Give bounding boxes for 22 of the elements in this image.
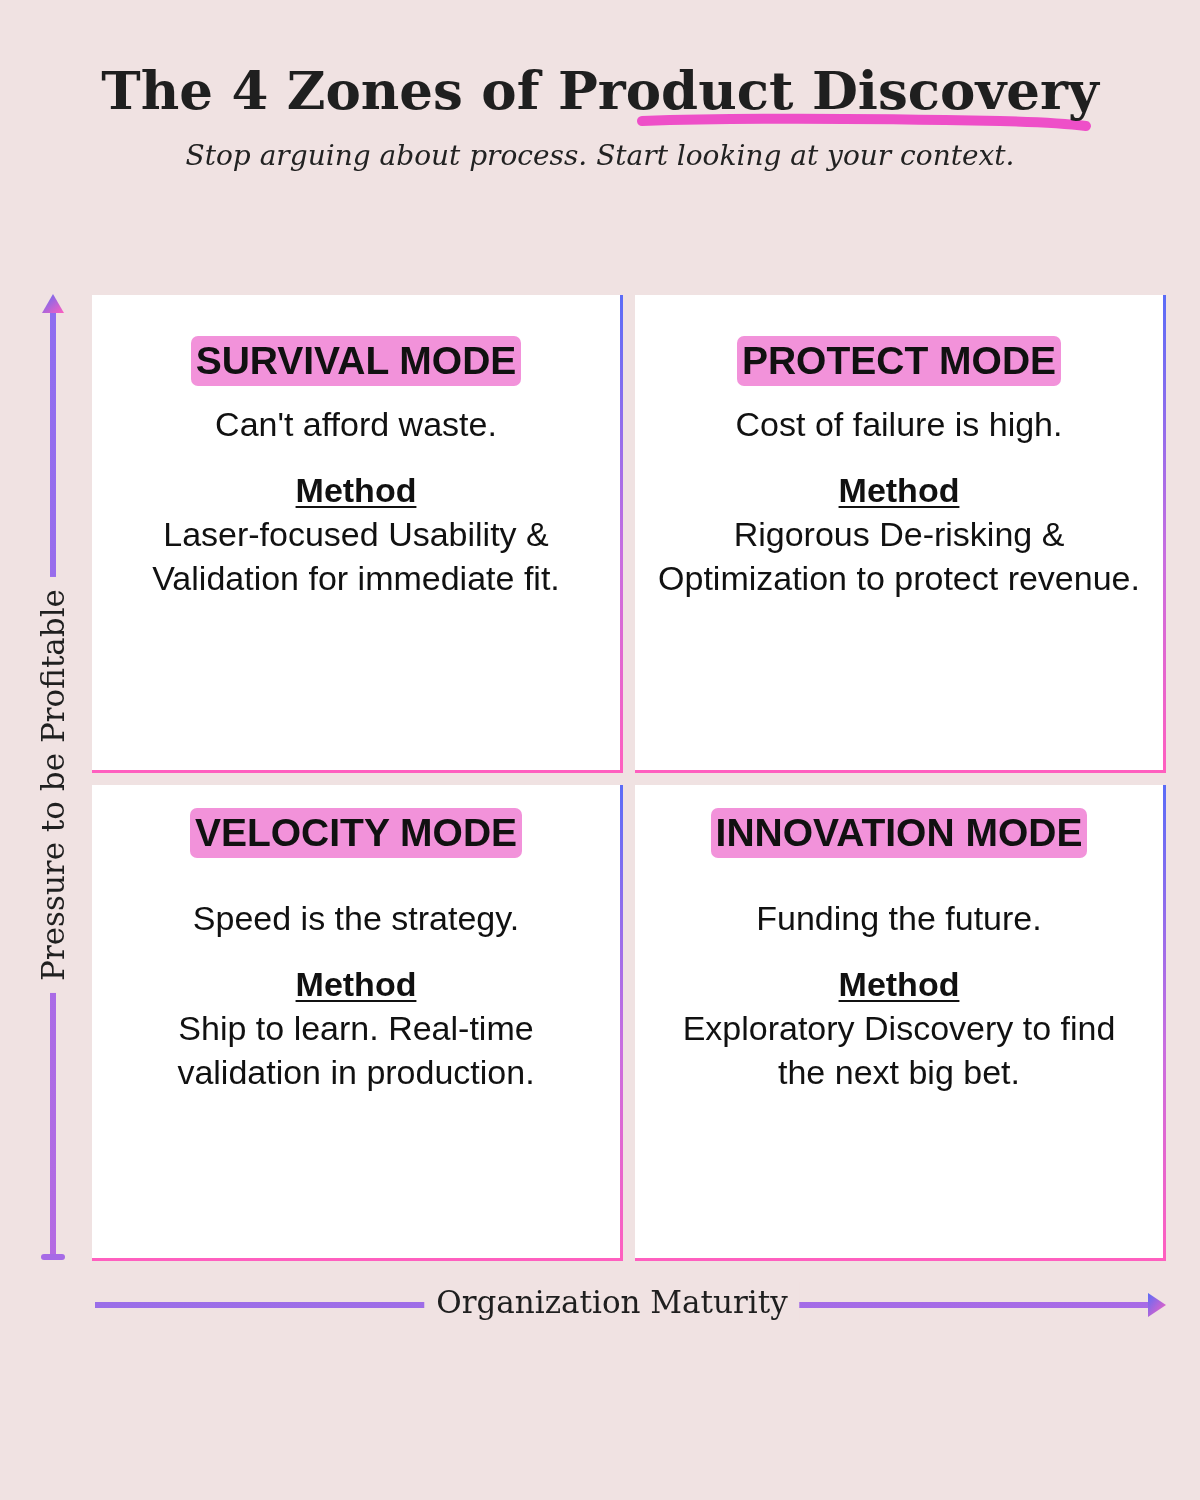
method-heading: Method xyxy=(838,964,960,1005)
mode-heading: SURVIVAL MODE xyxy=(190,336,522,386)
mode-heading: INNOVATION MODE xyxy=(710,808,1088,858)
tagline: Speed is the strategy. xyxy=(192,898,520,939)
method-description: Laser-focused Usability & Validation for immediate fit. xyxy=(151,514,561,599)
tagline: Cost of failure is high. xyxy=(735,404,1063,445)
subtitle: Stop arguing about process. Start looking at your context. xyxy=(185,138,1015,174)
method-heading: Method xyxy=(295,964,417,1005)
method-description: Ship to learn. Real-time validation in production. xyxy=(176,1008,536,1093)
quadrant-panel xyxy=(635,785,1166,1261)
tagline: Can't afford waste. xyxy=(215,404,497,445)
quadrant-panel xyxy=(635,295,1166,773)
title: The 4 Zones of Product Discovery xyxy=(101,58,1099,122)
mode-heading: VELOCITY MODE xyxy=(189,808,523,858)
mode-heading: PROTECT MODE xyxy=(736,336,1062,386)
method-heading: Method xyxy=(295,470,417,511)
method-description: Rigorous De-risking & Optimization to protect revenue. xyxy=(657,514,1141,599)
tagline: Funding the future. xyxy=(756,898,1042,939)
method-heading: Method xyxy=(838,470,960,511)
method-description: Exploratory Discovery to find the next big bet. xyxy=(681,1008,1117,1093)
quadrant-panel xyxy=(92,785,623,1261)
quadrant-panel xyxy=(92,295,623,773)
